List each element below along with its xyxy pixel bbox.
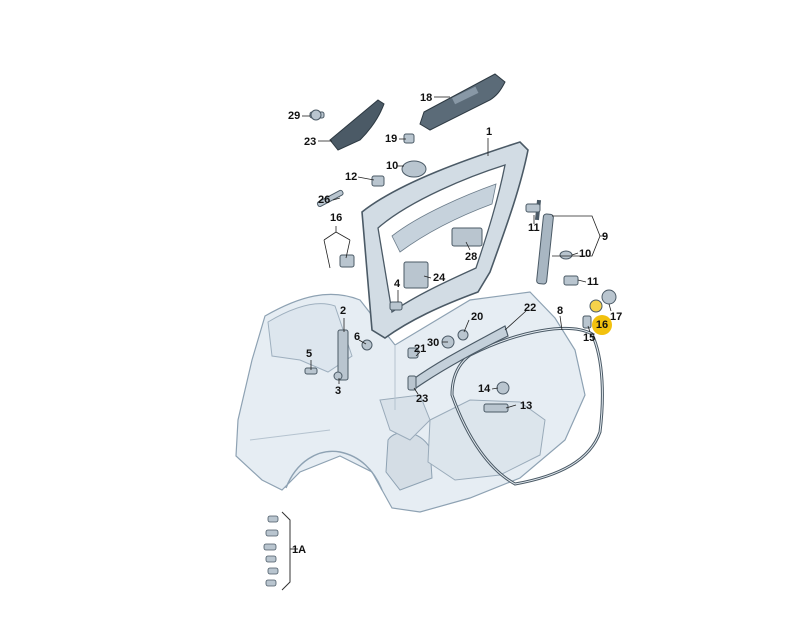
callout-18: 16 — [330, 212, 343, 224]
fastener-set-1A — [263, 515, 279, 587]
callout-2: 2 — [340, 305, 347, 317]
tailgate-inner-panel — [391, 183, 497, 253]
gas-strut — [536, 213, 554, 285]
callout-8: 8 — [557, 305, 564, 317]
callout-16-highlighted: 16 — [592, 315, 612, 335]
callout-7: 10 — [386, 160, 399, 172]
callout-12: 12 — [345, 171, 358, 183]
callout-11-lower: 11 — [587, 276, 599, 288]
rear-wheel-arch — [285, 450, 383, 491]
callout-29: 28 — [465, 251, 478, 263]
body-rear-panel — [379, 394, 431, 441]
callout-3: 3 — [335, 385, 342, 397]
hinge-18 — [339, 254, 355, 268]
callout-20: 19 — [385, 133, 398, 145]
callout-23: 23 — [416, 393, 429, 405]
bolt-11-lower — [563, 275, 579, 286]
callout-25: 24 — [433, 272, 446, 284]
nut-14 — [496, 381, 510, 395]
clip-20 — [403, 133, 415, 144]
bracket-29 — [451, 227, 483, 247]
bolt-4 — [389, 301, 403, 311]
callout-19: 18 — [420, 92, 433, 104]
nut-16 — [589, 299, 603, 313]
callout-24: 22 — [524, 302, 537, 314]
callout-1: 1 — [486, 126, 493, 138]
callout-21: 21 — [414, 343, 427, 355]
bolt-27-head — [310, 109, 322, 121]
bump-stop-7 — [401, 160, 427, 178]
tail-light-cavity — [385, 432, 433, 491]
rear-cross-member — [411, 325, 509, 389]
latch-21 — [407, 347, 419, 359]
striker-23 — [407, 375, 417, 391]
trim-strip-28 — [316, 189, 344, 208]
callout-11-upper: 11 — [528, 222, 540, 234]
rear-floor-structure — [427, 399, 546, 481]
buffer-22 — [457, 329, 469, 341]
callout-6: 6 — [354, 331, 361, 343]
callout-5: 5 — [306, 348, 313, 360]
callout-30: 30 — [427, 337, 440, 349]
cap-10 — [559, 250, 573, 260]
callout-15: 15 — [583, 332, 596, 344]
cap-17 — [601, 289, 617, 305]
callout-10: 10 — [579, 248, 592, 260]
callout-1A: 1A — [292, 544, 307, 556]
bolt-6 — [361, 339, 373, 351]
callout-22: 20 — [471, 311, 484, 323]
hinge-2 — [337, 329, 349, 381]
callout-4: 4 — [394, 278, 401, 290]
bolt-11-upper — [525, 203, 541, 213]
callout-26: 23 — [304, 136, 317, 148]
car-side-window — [267, 303, 353, 373]
callout-17: 17 — [610, 311, 623, 323]
callout-13: 13 — [520, 400, 533, 412]
lock-25 — [403, 261, 429, 289]
callout-27: 29 — [288, 110, 301, 122]
callout-28: 26 — [318, 194, 331, 206]
tailgate-handle-bar — [419, 73, 506, 131]
callout-14: 14 — [478, 383, 491, 395]
license-plate-panel — [329, 99, 385, 151]
screw-15 — [582, 315, 592, 329]
clip-12 — [371, 175, 385, 187]
washer-3 — [333, 371, 343, 381]
bracket-13 — [483, 403, 509, 413]
callout-9: 9 — [602, 231, 609, 243]
